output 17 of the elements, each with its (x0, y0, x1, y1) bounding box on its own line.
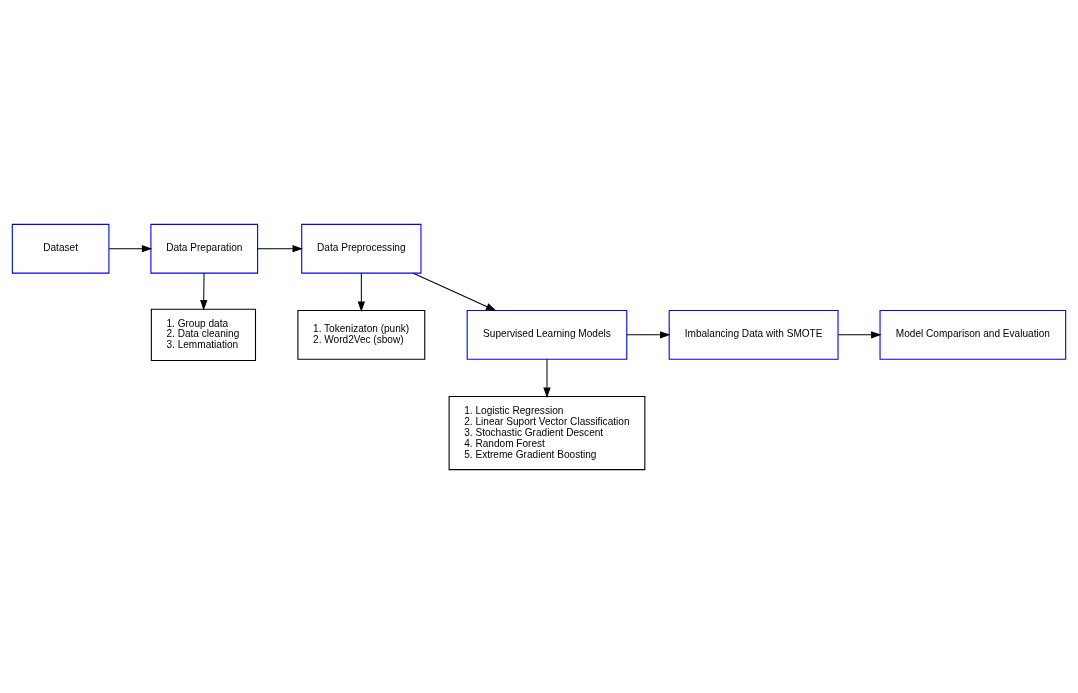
node-box: Dataset (11, 223, 110, 274)
arrow (837, 330, 882, 338)
arrow (108, 244, 153, 252)
node-box: Model Comparison and Evaluation (879, 309, 1067, 360)
arrow (257, 244, 303, 252)
node-box: 1. Tokenizaton (punk) 2. Word2Vec (sbow) (297, 309, 426, 360)
arrow (412, 272, 497, 311)
node-box: 1. Logistic Regression 2. Linear Suport Vector Classification 3. Stochastic Gradient Descent 4. Random Forest 5. Extreme Gradient Boosting (448, 395, 646, 470)
node-box: 1. Group data 2. Data cleaning 3. Lemmatiation (150, 308, 257, 361)
arrow (626, 330, 671, 338)
arrow (357, 272, 365, 312)
node-box: Supervised Learning Models (466, 309, 628, 360)
node-box: Data Preprocessing (301, 223, 422, 274)
arrow (200, 272, 208, 310)
node-box: Data Preparation (150, 223, 259, 274)
node-box: Imbalancing Data with SMOTE (668, 309, 839, 360)
arrow (543, 358, 551, 398)
